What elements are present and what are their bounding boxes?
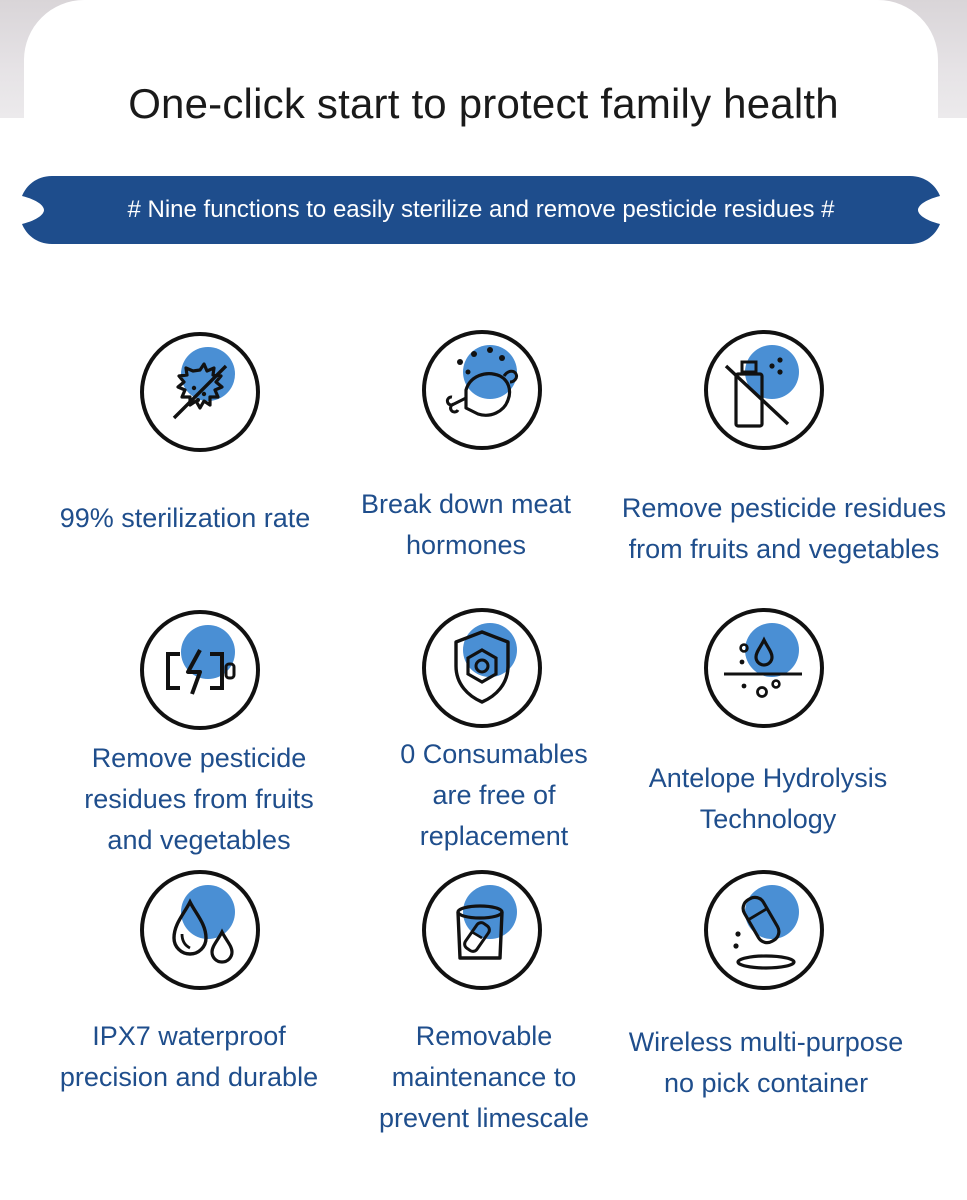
feature-label-7: IPX7 waterproof precision and durable xyxy=(59,1021,319,1092)
spray-bottle-crossed-icon xyxy=(702,328,826,452)
feature-label-9: Wireless multi-purpose no pick container xyxy=(628,1027,904,1098)
feature-label-5: 0 Consumables are free of replacement xyxy=(400,739,588,851)
banner-shape xyxy=(22,176,940,244)
wireless-device-icon xyxy=(702,868,826,992)
battery-charging-icon xyxy=(138,608,262,732)
shield-hexagon-icon xyxy=(420,606,544,730)
feature-label-8: Removable maintenance to prevent limesca… xyxy=(378,1021,590,1133)
banner-text: # Nine functions to easily sterilize and… xyxy=(127,196,835,223)
feature-label-2: Break down meat hormones xyxy=(360,489,572,560)
feature-label-1: 99% sterilization rate xyxy=(59,503,311,533)
meat-drumstick-icon xyxy=(420,328,544,452)
hydrolysis-drop-icon xyxy=(702,606,826,730)
page-title: One-click start to protect family health xyxy=(128,80,839,127)
container-tool-icon xyxy=(420,868,544,992)
feature-label-6: Antelope Hydrolysis Technology xyxy=(648,763,888,834)
feature-label-3: Remove pesticide residues from fruits an… xyxy=(621,493,947,564)
bacteria-crossed-icon xyxy=(138,330,262,454)
feature-label-4: Remove pesticide residues from fruits an… xyxy=(84,743,314,855)
banner: # Nine functions to easily sterilize and… xyxy=(22,176,940,244)
water-drops-icon xyxy=(138,868,262,992)
